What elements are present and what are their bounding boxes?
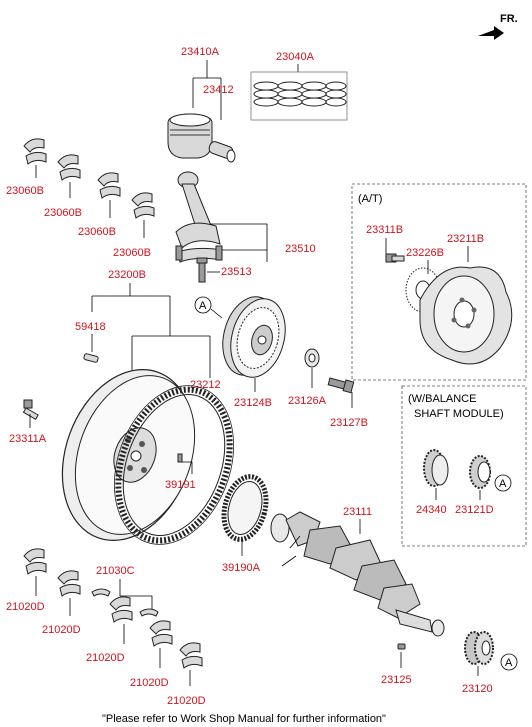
main-bearing-part-5: [179, 642, 203, 669]
balance-box-title-1: (W/BALANCE: [408, 393, 476, 405]
balance-gear-part: [423, 449, 449, 487]
piston-pin-part: [208, 141, 236, 163]
footer-note: "Please refer to Work Shop Manual for fu…: [102, 713, 386, 725]
label-23311A[interactable]: 23311A: [9, 433, 47, 445]
label-23200B[interactable]: 23200B: [108, 269, 146, 281]
label-21020D-4[interactable]: 21020D: [130, 677, 169, 689]
leader-21030C: [119, 579, 153, 612]
ref-a-circle-2: [494, 474, 512, 492]
label-23226B[interactable]: 23226B: [406, 247, 444, 259]
thrust-washer-part: [91, 588, 159, 617]
flywheel-bolt-part: [22, 399, 39, 421]
balance-box-title-2: SHAFT MODULE): [414, 408, 504, 420]
ref-a-label-3: A: [505, 657, 513, 669]
label-23060B-4[interactable]: 23060B: [113, 247, 151, 259]
balance-shaft-box: [401, 385, 527, 547]
crank-sprocket-part: [464, 631, 494, 665]
conrod-bearing-part-1: [23, 138, 47, 165]
label-23121D[interactable]: 23121D: [455, 504, 494, 516]
label-23124B[interactable]: 23124B: [234, 397, 272, 409]
conrod-bearing-part-2: [57, 154, 81, 181]
label-23040A[interactable]: 23040A: [276, 51, 315, 63]
front-arrow-icon: [478, 26, 504, 40]
label-23410A[interactable]: 23410A: [181, 46, 220, 58]
label-23060B-3[interactable]: 23060B: [78, 226, 116, 238]
piston-rings-part: [253, 81, 347, 107]
piston-part: [167, 113, 213, 159]
conrod-bearing-part-4: [131, 192, 155, 219]
label-21020D-2[interactable]: 21020D: [42, 624, 81, 636]
leader-21020D: [35, 576, 191, 686]
label-21020D-1[interactable]: 21020D: [6, 601, 45, 613]
label-39191[interactable]: 39191: [165, 479, 196, 491]
leader-balance: [435, 488, 481, 500]
leader-39191: [182, 461, 193, 474]
connecting-rod-part: [175, 171, 223, 263]
pulley-bolt-part: [327, 377, 355, 394]
crankshaft-part: [270, 511, 445, 637]
leader-23410A: [192, 60, 222, 120]
label-23125[interactable]: 23125: [381, 674, 412, 686]
label-23120[interactable]: 23120: [462, 683, 493, 695]
leader-23200B: [91, 283, 211, 378]
label-23127B[interactable]: 23127B: [330, 417, 368, 429]
ref-a-label-1: A: [199, 300, 207, 312]
main-bearing-part-1: [23, 548, 47, 575]
pin-39191-part: [177, 453, 183, 463]
at-bolt-part: [385, 253, 405, 263]
label-39190A[interactable]: 39190A: [222, 562, 261, 574]
leader-at-box: [385, 238, 469, 274]
flywheel-part: [61, 369, 196, 541]
label-21030C[interactable]: 21030C: [96, 565, 135, 577]
label-23311B[interactable]: 23311B: [366, 224, 403, 236]
label-23510[interactable]: 23510: [285, 243, 316, 255]
crank-key-part: [397, 643, 406, 650]
ring-gear-part: [113, 385, 235, 545]
label-23126A[interactable]: 23126A: [288, 395, 327, 407]
crank-pulley-part: [222, 296, 286, 378]
front-direction-indicator: FR.: [478, 13, 518, 40]
washer-part: [304, 348, 320, 368]
conrod-bearing-part-3: [97, 172, 121, 199]
at-drive-plate-part: [419, 266, 513, 365]
main-bearing-part-2: [57, 570, 81, 597]
label-21020D-3[interactable]: 21020D: [86, 652, 125, 664]
at-box: [351, 183, 527, 381]
main-bearing-part-3: [109, 596, 133, 623]
main-bearing-part-4: [149, 620, 173, 647]
label-23412[interactable]: 23412: [203, 84, 234, 96]
label-21020D-5[interactable]: 21020D: [167, 695, 206, 707]
dowel-pin-part: [83, 353, 99, 363]
drive-plate-part: [221, 474, 269, 542]
ref-a-circle-1: [194, 296, 212, 314]
label-23060B-1[interactable]: 23060B: [6, 185, 44, 197]
ref-a-leader-1: [210, 308, 223, 319]
label-23060B-2[interactable]: 23060B: [44, 207, 82, 219]
label-24340[interactable]: 24340: [416, 504, 447, 516]
rod-bolt-part: [196, 257, 208, 283]
front-direction-label: FR.: [500, 13, 518, 25]
balance-gear-part-2: [469, 455, 491, 489]
ref-a-label-2: A: [499, 478, 507, 490]
label-23513[interactable]: 23513: [221, 266, 252, 278]
label-23111[interactable]: 23111: [343, 506, 372, 518]
ring-set-frame: [250, 71, 348, 121]
label-59418[interactable]: 59418: [75, 321, 106, 333]
label-23211B[interactable]: 23211B: [447, 233, 484, 245]
ref-a-circle-3: [500, 653, 518, 671]
leader-23510: [210, 223, 268, 262]
leader-23060B: [35, 165, 145, 238]
at-box-title: (A/T): [358, 193, 382, 205]
